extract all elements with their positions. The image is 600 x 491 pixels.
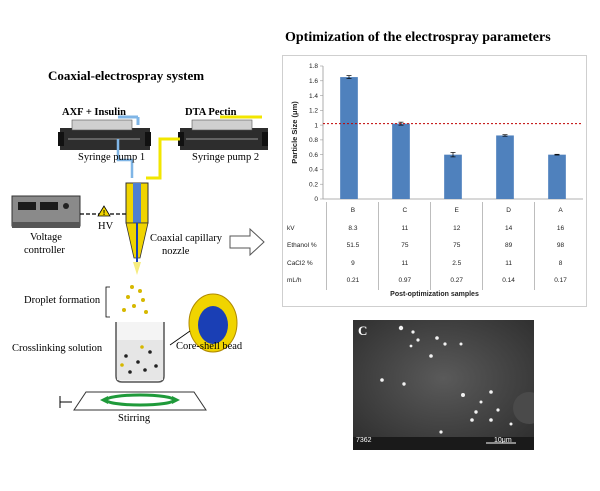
table-row-categories: B C E D A xyxy=(283,202,586,220)
table-row: mL/h 0.21 0.97 0.27 0.14 0.17 xyxy=(283,272,586,290)
table-row: Ethanol % 51.5 75 75 89 98 xyxy=(283,237,586,255)
y-tick-label: 0.4 xyxy=(309,167,318,174)
table-cell: 8.3 xyxy=(326,219,379,237)
bar xyxy=(548,154,566,199)
y-tick-label: 1.6 xyxy=(309,78,318,85)
table-cell: 8 xyxy=(534,254,586,272)
y-tick-label: 0.6 xyxy=(309,152,318,159)
table-cell: 51.5 xyxy=(326,237,379,255)
y-axis-label: Particle Size (μm) xyxy=(290,101,299,164)
category-label: E xyxy=(430,202,483,220)
sem-panel-label: C xyxy=(358,323,368,338)
row-label: kV xyxy=(287,224,295,232)
sem-scale-bar: 10μm xyxy=(494,437,512,444)
table-cell: 14 xyxy=(482,219,535,237)
label-dta-pectin: DTA Pectin xyxy=(185,107,237,118)
bar xyxy=(444,154,462,199)
y-tick-label: 1.4 xyxy=(309,93,318,100)
table-row: CaCl2 % 9 11 2.5 11 8 xyxy=(283,254,586,272)
label-crosslinking: Crosslinking solution xyxy=(12,343,103,354)
table-cell: 75 xyxy=(378,237,431,255)
row-label: Ethanol % xyxy=(287,242,317,250)
label-controller: controller xyxy=(24,245,65,256)
syringe-pump-2 xyxy=(178,119,268,150)
bar xyxy=(496,135,514,199)
warning-icon xyxy=(97,205,111,217)
table-cell: 12 xyxy=(430,219,483,237)
table-cell: 0.21 xyxy=(326,272,379,290)
category-label: B xyxy=(326,202,379,220)
system-title: Coaxial-electrospray system xyxy=(48,68,205,83)
table-cell: 2.5 xyxy=(430,254,483,272)
arrow-right-icon xyxy=(229,227,265,257)
label-syringe-pump-2: Syringe pump 2 xyxy=(192,152,260,163)
y-tick-label: 1.2 xyxy=(309,108,318,115)
category-label: C xyxy=(378,202,431,220)
stirrer xyxy=(59,391,207,411)
category-label: A xyxy=(534,202,586,220)
electrospray-diagram: ! xyxy=(11,115,268,411)
y-tick-label: 0 xyxy=(314,196,318,201)
label-voltage: Voltage xyxy=(30,232,62,243)
table-cell: 89 xyxy=(482,237,535,255)
y-tick-label: 1 xyxy=(314,122,318,129)
label-hv: HV xyxy=(98,221,114,232)
row-label: mL/h xyxy=(287,277,302,285)
row-label: CaCl2 % xyxy=(287,259,313,267)
chart-title: Optimization of the electrospray paramet… xyxy=(285,30,551,45)
label-droplet-formation: Droplet formation xyxy=(24,295,101,306)
x-axis-label: Post-optimization samples xyxy=(390,291,479,298)
parameter-table: B C E D A kV 8.3 11 12 14 16 Ethanol % 5… xyxy=(283,202,586,290)
bar xyxy=(340,77,358,199)
table-cell: 16 xyxy=(534,219,586,237)
table-cell: 11 xyxy=(378,219,431,237)
table-cell: 0.14 xyxy=(482,272,535,290)
table-row: kV 8.3 11 12 14 16 xyxy=(283,219,586,237)
y-tick-label: 1.8 xyxy=(309,63,318,70)
table-cell: 0.97 xyxy=(378,272,431,290)
voltage-controller xyxy=(11,195,81,228)
droplets xyxy=(122,285,148,314)
label-syringe-pump-1: Syringe pump 1 xyxy=(78,152,146,163)
label-coaxial: Coaxial capillary xyxy=(150,233,223,244)
table-cell: 11 xyxy=(378,254,431,272)
y-tick-label: 0.2 xyxy=(309,181,318,188)
coaxial-nozzle xyxy=(125,182,149,275)
table-cell: 98 xyxy=(534,237,586,255)
table-cell: 0.17 xyxy=(534,272,586,290)
sem-image: C 7362 10μm xyxy=(353,320,534,450)
table-cell: 0.27 xyxy=(430,272,483,290)
table-cell: 9 xyxy=(326,254,379,272)
label-stirring: Stirring xyxy=(118,413,151,424)
table-cell: 75 xyxy=(430,237,483,255)
y-tick-label: 0.8 xyxy=(309,137,318,144)
label-core-shell: Core-shell bead xyxy=(176,341,243,352)
bar xyxy=(392,123,410,199)
label-axf-insulin: AXF + Insulin xyxy=(62,107,126,118)
core-shell-bead-icon xyxy=(169,293,238,353)
syringe-pump-1 xyxy=(58,117,151,150)
category-label: D xyxy=(482,202,535,220)
svg-text:!: ! xyxy=(103,210,105,217)
beaker xyxy=(115,322,165,383)
sem-id: 7362 xyxy=(356,437,372,444)
label-nozzle: nozzle xyxy=(162,246,190,257)
table-cell: 11 xyxy=(482,254,535,272)
